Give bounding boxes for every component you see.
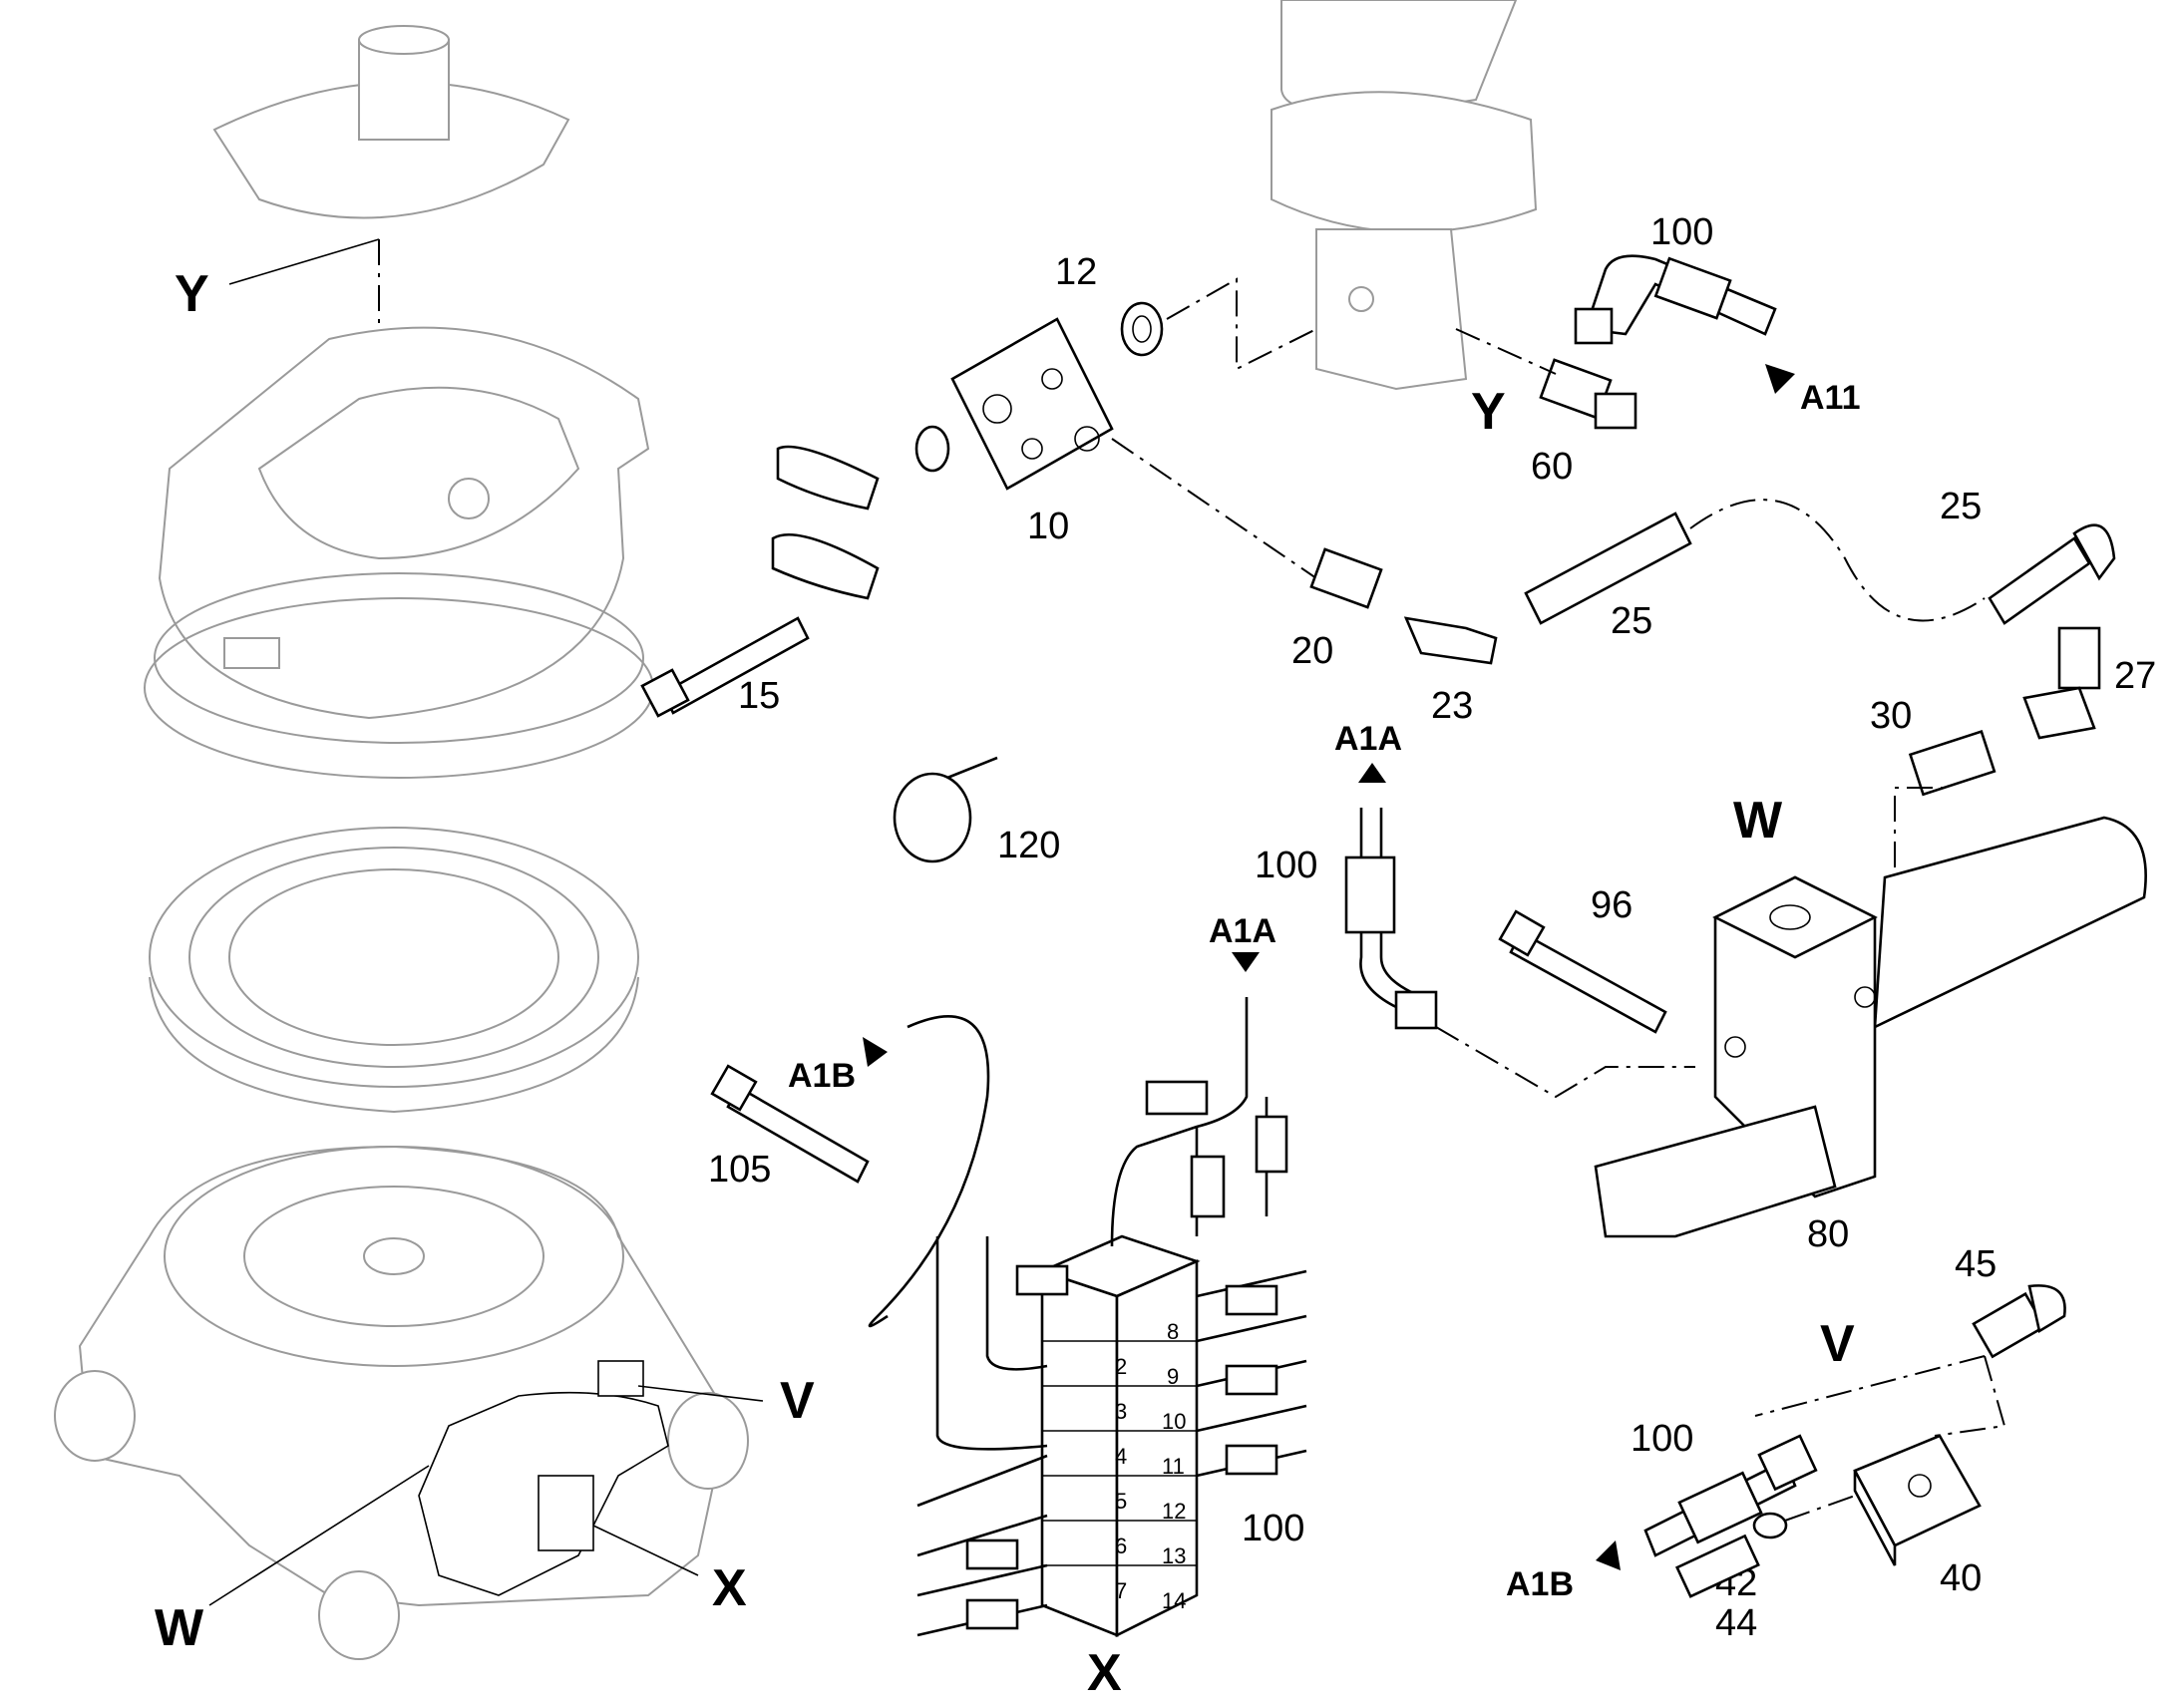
part-label-80: 80 <box>1807 1213 1849 1255</box>
ref-label-a1a-center: A1A <box>1209 912 1276 950</box>
leader-x <box>592 1525 699 1576</box>
part-label-100-x: 100 <box>1242 1508 1304 1549</box>
view-label-v: V <box>1820 1315 1855 1373</box>
leader-y <box>228 238 380 285</box>
ref-label-a1a-right: A1A <box>1334 720 1402 758</box>
part-label-45: 45 <box>1955 1243 1997 1285</box>
part-label-120: 120 <box>997 825 1060 866</box>
elbow-27 <box>2022 626 2101 740</box>
tee-fitting-60 <box>1539 358 1637 430</box>
view-label-v-left: V <box>780 1372 815 1430</box>
pump-unit-80 <box>1594 816 2147 1238</box>
part-label-10: 10 <box>1027 506 1069 547</box>
bracket-40 <box>1853 1434 1982 1566</box>
part-label-27: 27 <box>2114 655 2156 697</box>
port-label: 5 <box>1115 1489 1127 1514</box>
arrow-a1a-right <box>1358 763 1386 783</box>
axis-line-42 <box>1784 1495 1856 1522</box>
flange-part-10 <box>950 317 1114 491</box>
port-label: 11 <box>1162 1454 1185 1479</box>
axis-line-pipe-middle <box>1435 1026 1695 1099</box>
pipe-100-top <box>1574 254 1777 345</box>
view-label-w: W <box>1733 792 1783 850</box>
adapter-20 <box>1309 547 1383 609</box>
port-label: 9 <box>1167 1364 1179 1389</box>
part-label-105: 105 <box>708 1149 771 1191</box>
part-label-25-left: 25 <box>1611 600 1652 642</box>
detail-callout-area <box>418 1360 669 1596</box>
adapter-30 <box>1908 729 1997 797</box>
port-label: 7 <box>1115 1578 1127 1603</box>
arrow-a11 <box>1765 364 1795 394</box>
turntable-housing <box>144 326 654 779</box>
arrow-a1b-right <box>1596 1540 1621 1570</box>
part-label-40: 40 <box>1940 1557 1982 1599</box>
slew-ring <box>149 827 639 1114</box>
axis-line-60 <box>1455 328 1557 375</box>
axis-line-40 <box>1934 1355 2006 1437</box>
port-label: 4 <box>1115 1444 1127 1469</box>
part-label-96: 96 <box>1591 884 1633 926</box>
split-flange-clamps <box>771 445 880 600</box>
part-label-60: 60 <box>1531 446 1573 488</box>
screw-44 <box>1674 1534 1760 1598</box>
axis-line-seal <box>1166 277 1317 371</box>
cable-tie-120 <box>893 756 998 863</box>
part-label-15: 15 <box>738 675 780 717</box>
seal-ring-small <box>914 425 950 473</box>
ref-label-a11: A11 <box>1800 379 1861 417</box>
port-label: 13 <box>1162 1543 1186 1568</box>
arrow-a1b-left <box>863 1037 888 1067</box>
pipe-100-v <box>1643 1434 1818 1557</box>
part-label-25-right: 25 <box>1940 486 1982 527</box>
leader-w <box>208 1465 430 1606</box>
port-label: 3 <box>1115 1399 1127 1424</box>
port-label: 10 <box>1162 1409 1186 1434</box>
cover-plate <box>212 25 570 219</box>
hose-continuation <box>1689 499 1986 622</box>
view-label-y-left: Y <box>175 265 209 323</box>
hose-25-left <box>1524 512 1692 625</box>
distributor-block <box>1038 1234 1201 1638</box>
elbow-23 <box>1403 616 1498 665</box>
bolt-96 <box>1498 909 1667 1034</box>
washer-42 <box>1752 1512 1788 1539</box>
distributor-pipes <box>868 997 1307 1637</box>
part-label-12: 12 <box>1055 251 1097 293</box>
part-label-100-v: 100 <box>1631 1418 1693 1460</box>
axis-line-45 <box>1754 1355 1986 1417</box>
part-label-100-middle: 100 <box>1255 845 1317 886</box>
axis-line-flange <box>1111 438 1317 579</box>
ref-label-a1b-right: A1B <box>1506 1565 1574 1603</box>
bolt-105 <box>710 1064 870 1184</box>
view-label-w-left: W <box>155 1599 204 1657</box>
port-label: 14 <box>1162 1588 1186 1613</box>
arrow-a1a-center <box>1232 952 1260 972</box>
ref-label-a1b-left: A1B <box>788 1057 856 1095</box>
port-label: 12 <box>1162 1499 1186 1524</box>
plug-45 <box>1972 1284 2066 1359</box>
view-label-y-right: Y <box>1471 383 1506 441</box>
view-label-x: X <box>1087 1644 1122 1702</box>
swivel-unit <box>1271 0 1538 391</box>
part-label-100-top: 100 <box>1650 211 1713 253</box>
hose-25-right <box>1988 523 2116 625</box>
seal-ring-12 <box>1120 301 1164 357</box>
pipe-100-middle <box>1344 808 1438 1030</box>
part-label-30: 30 <box>1870 695 1912 737</box>
axis-line-30 <box>1894 787 1950 867</box>
leader-v <box>637 1385 764 1402</box>
port-label: 2 <box>1115 1354 1127 1379</box>
port-label: 8 <box>1167 1319 1179 1344</box>
view-label-x-left: X <box>712 1559 747 1617</box>
part-label-20: 20 <box>1291 630 1333 672</box>
port-label: 6 <box>1115 1534 1127 1558</box>
part-label-44: 44 <box>1715 1602 1757 1644</box>
part-label-23: 23 <box>1431 685 1473 727</box>
bolt-15 <box>640 616 810 718</box>
